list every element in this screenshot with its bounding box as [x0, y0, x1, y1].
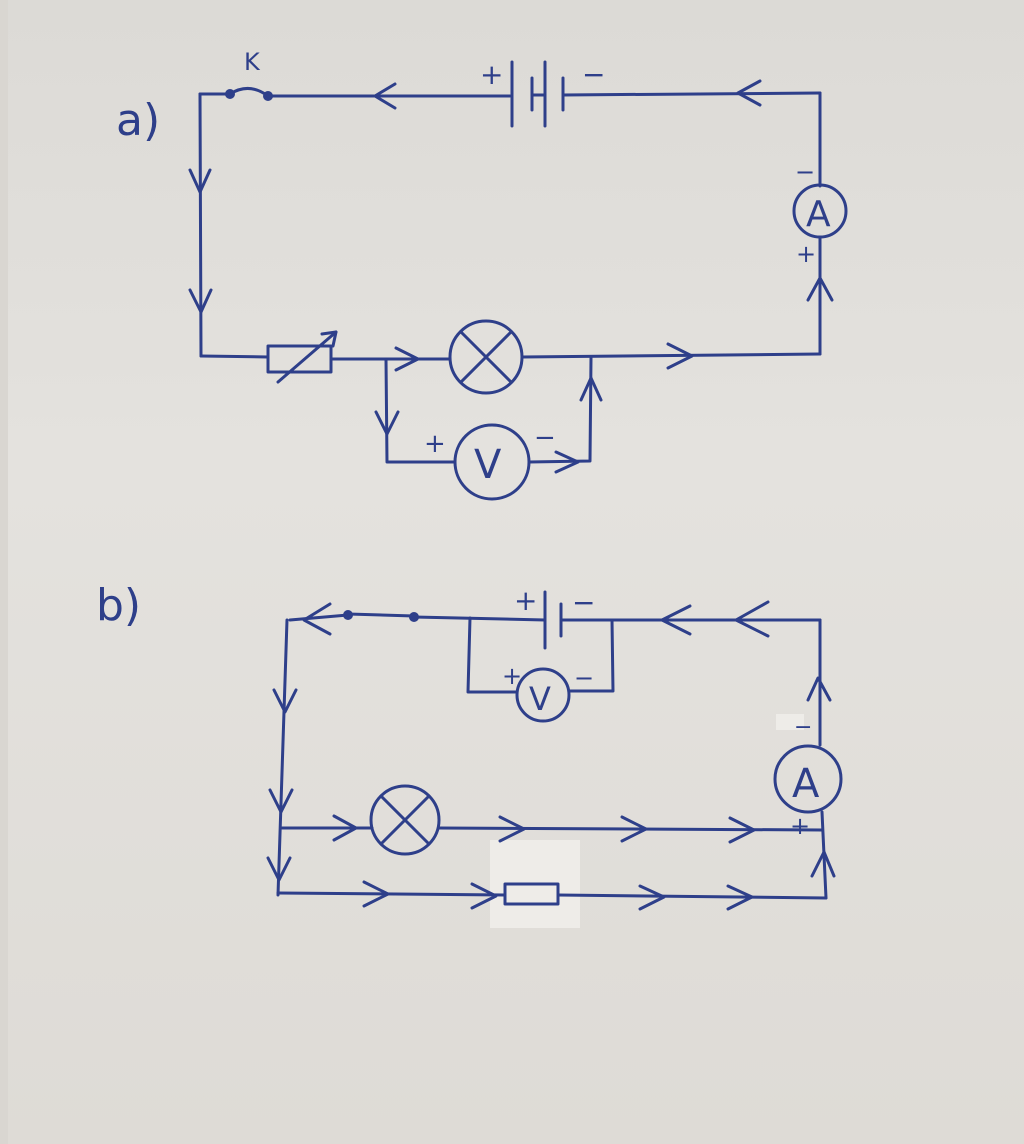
wire-a-volt-right — [527, 356, 593, 464]
arrow-b-right-top — [806, 676, 832, 702]
ammeter-b-minus: − — [794, 715, 812, 740]
arrow-a-left-2 — [188, 288, 213, 314]
arrow-b-lamp-3 — [620, 815, 648, 843]
arrow-b-left-1 — [272, 688, 298, 714]
wire-a-left — [198, 92, 203, 358]
rheostat-arrowhead — [320, 330, 338, 348]
wire-b-lamp-right — [437, 826, 824, 832]
arrow-b-res-3 — [638, 884, 666, 911]
switch-label: K — [244, 48, 261, 76]
part-b-label: b) — [96, 580, 141, 631]
wire-b-left — [276, 618, 289, 897]
arrow-a-bottom-2 — [666, 342, 694, 370]
ammeter-a-plus: + — [796, 240, 816, 268]
arrow-b-res-1 — [362, 880, 390, 908]
arrow-b-left-3 — [266, 856, 292, 882]
wire-a-bottom-3 — [520, 352, 822, 359]
voltmeter-b-plus: + — [502, 662, 522, 690]
arrow-a-top-1 — [373, 82, 397, 110]
switch-blade — [228, 87, 270, 98]
rheostat-a — [266, 330, 338, 384]
ammeter-b-circle — [773, 744, 843, 814]
battery-b: + − — [514, 584, 595, 650]
wire-a-volt-left — [384, 357, 457, 464]
correction-patch-ammeter — [776, 714, 804, 730]
arrow-b-lamp-1 — [332, 814, 358, 842]
battery-a: + − — [480, 58, 605, 128]
wire-b-top-2 — [412, 615, 547, 622]
switch-b-blade — [346, 612, 416, 618]
voltmeter-b: V + − — [502, 662, 594, 723]
battery-a-plus: + — [480, 58, 503, 91]
voltmeter-a-label: V — [474, 442, 502, 488]
arrow-a-top-2 — [736, 79, 762, 107]
arrow-a-volt-up — [579, 376, 603, 402]
ammeter-b-label: A — [792, 761, 820, 807]
rheostat-body — [266, 344, 333, 374]
rheostat-slider-arrow — [276, 330, 338, 384]
ammeter-a-label: A — [806, 194, 831, 235]
battery-b-minus: − — [572, 586, 595, 619]
arrow-b-top-2 — [734, 600, 770, 638]
ammeter-b: A − + — [773, 714, 843, 840]
wire-b-top-1 — [288, 613, 350, 622]
wire-a-bottom-1 — [199, 354, 270, 359]
circuit-b: b) + − V + − A − + — [96, 580, 843, 928]
voltmeter-a: V + − — [424, 423, 556, 501]
part-a-label: a) — [116, 95, 160, 146]
wire-b-res-left — [276, 891, 507, 897]
arrow-a-bottom-1 — [394, 346, 420, 372]
voltmeter-b-circle — [515, 667, 571, 723]
voltmeter-a-minus: − — [534, 423, 556, 453]
wire-a-top-right — [561, 91, 822, 97]
wire-b-volt-right — [568, 618, 615, 693]
arrow-b-left-2 — [268, 788, 294, 814]
ammeter-a-minus: − — [795, 158, 815, 186]
battery-b-plus: + — [514, 584, 537, 617]
arrow-b-right-bottom — [810, 850, 836, 878]
arrow-b-lamp-4 — [728, 816, 756, 844]
arrow-b-res-2 — [470, 882, 498, 910]
lamp-b — [369, 784, 441, 856]
ammeter-a: A − + — [792, 158, 848, 268]
arrow-b-top-1 — [660, 604, 692, 636]
arrow-a-volt-right — [554, 450, 580, 474]
voltmeter-b-label: V — [529, 680, 551, 718]
voltmeter-b-minus: − — [574, 664, 594, 692]
lamp-a-cross — [459, 330, 513, 384]
lamp-b-cross — [379, 794, 431, 846]
lamp-b-circle — [369, 784, 441, 856]
battery-a-minus: − — [582, 58, 605, 91]
arrow-a-right — [806, 276, 834, 302]
arrow-b-res-4 — [726, 884, 754, 911]
arrow-b-top-left — [302, 602, 332, 636]
ammeter-b-plus: + — [790, 812, 810, 840]
lamp-a — [448, 319, 524, 395]
switch-k: K — [225, 48, 273, 101]
wire-b-res-right — [556, 893, 828, 900]
wire-b-volt-left — [466, 616, 519, 694]
circuit-a: a) K + − A − + — [116, 48, 848, 501]
paper-background — [8, 0, 1024, 1144]
arrow-b-lamp-2 — [498, 815, 526, 843]
voltmeter-a-plus: + — [424, 429, 446, 459]
arrow-a-left-1 — [188, 168, 212, 194]
arrow-a-volt-down — [374, 410, 400, 436]
